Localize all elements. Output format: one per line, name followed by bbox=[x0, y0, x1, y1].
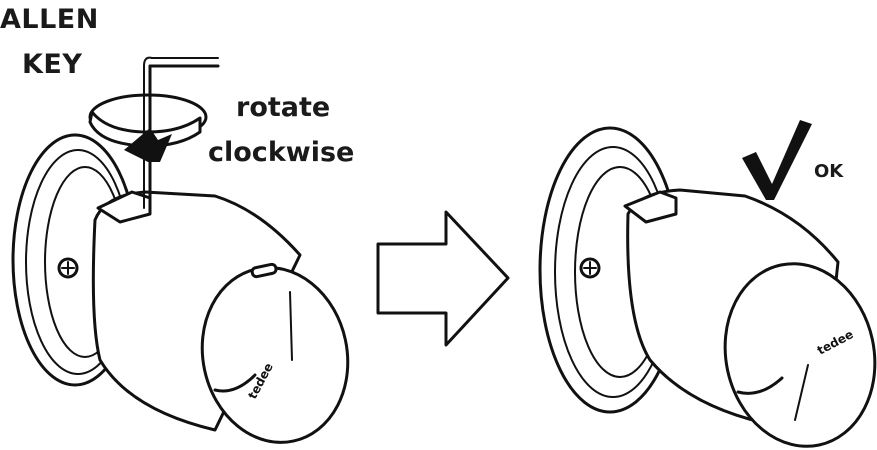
lock-face-right bbox=[723, 262, 877, 448]
ok-label: OK bbox=[814, 161, 844, 182]
rotation-arrow-icon bbox=[124, 128, 172, 162]
lock-after: tedee bbox=[538, 120, 877, 448]
right-arrow-icon bbox=[376, 210, 510, 347]
clockwise-label: clockwise bbox=[208, 137, 355, 168]
rotate-label: rotate bbox=[236, 92, 331, 123]
key-label: KEY bbox=[22, 49, 83, 80]
checkmark-icon bbox=[742, 120, 812, 200]
allen-label: ALLEN bbox=[0, 4, 99, 35]
lock-before: tedee bbox=[11, 56, 350, 444]
